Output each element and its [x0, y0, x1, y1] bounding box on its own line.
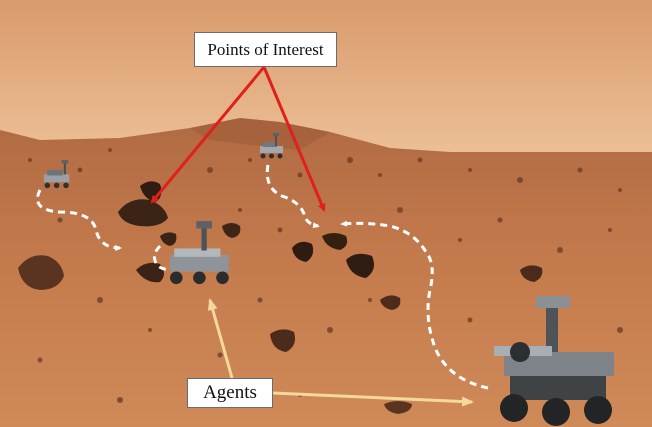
rover-icon — [170, 221, 229, 285]
poi-arrows — [150, 66, 326, 212]
agent-arrows — [207, 298, 474, 407]
points-of-interest-label: Points of Interest — [194, 32, 337, 67]
ground — [0, 118, 652, 427]
rover-icon — [494, 296, 614, 426]
rover-icon — [44, 160, 70, 189]
pebbles — [28, 148, 623, 403]
rover-icon — [260, 133, 283, 159]
rock-icon — [18, 181, 543, 414]
agents-label: Agents — [187, 378, 273, 408]
